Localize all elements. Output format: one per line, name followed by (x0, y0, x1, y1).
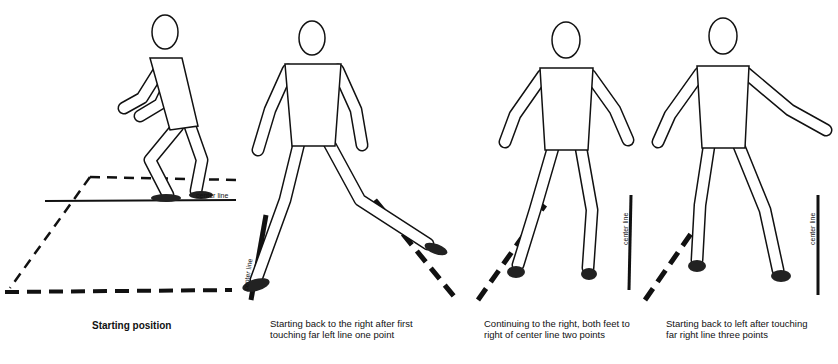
person-figure (124, 15, 213, 202)
figure-caption: Starting position (92, 320, 171, 331)
figure-caption: Starting back to the right after first t… (270, 318, 420, 340)
figure-caption: Starting back to left after touching far… (666, 318, 816, 340)
floor-lines (645, 195, 818, 300)
person-figure (505, 22, 628, 280)
line-label: center line (622, 213, 630, 245)
person-figure (241, 21, 449, 294)
line-label: center line (809, 213, 817, 245)
figure-caption: Continuing to the right, both feet to ri… (484, 318, 634, 340)
line-label: center line (196, 192, 228, 200)
floor-lines (478, 195, 631, 300)
floor-lines (5, 177, 240, 292)
person-figure (658, 18, 826, 282)
